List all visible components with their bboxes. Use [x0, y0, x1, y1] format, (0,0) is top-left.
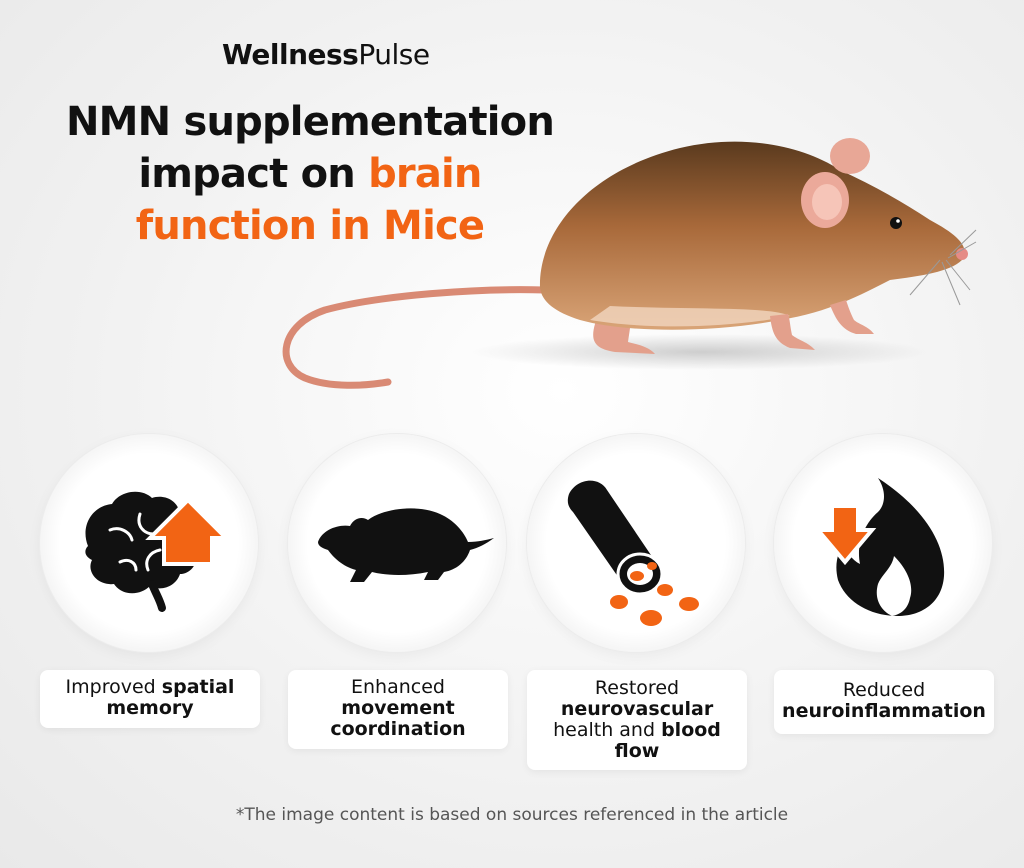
blood-vessel-icon [567, 480, 699, 626]
mouse-front-leg-2 [830, 300, 874, 334]
mouse-shadow [470, 334, 930, 370]
benefit-circle-3 [527, 434, 745, 652]
benefit-2-plain: Enhanced [351, 676, 445, 698]
benefit-card-1: Improved spatial memory [40, 670, 260, 728]
page-title: NMN supplementation impact on brain func… [30, 96, 590, 252]
benefit-3-bold1: neurovascular [560, 698, 714, 720]
brand-name-bold: Wellness [222, 38, 359, 71]
benefit-card-2: Enhanced movement coordination [288, 670, 508, 749]
title-highlight-function: function in Mice [135, 203, 485, 249]
benefit-3-plain: Restored [594, 677, 680, 699]
mouse-eye [890, 217, 902, 229]
mouse-eye-shine [896, 219, 900, 223]
benefit-card-3: Restored neurovascular health and blood … [527, 670, 747, 770]
benefit-4-plain: Reduced [842, 679, 926, 701]
benefit-4-bold: neuroinflammation [782, 700, 986, 722]
benefit-card-4: Reduced neuroinflammation [774, 670, 994, 734]
mouse-belly [590, 306, 790, 327]
mouse-whiskers [909, 229, 977, 306]
benefit-3-plain2: health and [553, 719, 662, 741]
title-line2: impact on [138, 151, 369, 197]
benefit-3-bold2: blood flow [614, 719, 721, 762]
mouse-silhouette-icon [318, 508, 494, 582]
mouse-ear-inner [812, 184, 842, 220]
footnote: *The image content is based on sources r… [235, 805, 789, 825]
benefit-circle-2 [288, 434, 506, 652]
mouse-body [539, 141, 965, 330]
flame-arrow-down-icon [813, 478, 945, 616]
brain-arrow-up-icon [85, 491, 231, 612]
mouse-front-leg [770, 314, 815, 350]
benefit-1-plain: Improved [65, 676, 162, 698]
benefit-2-bold: movement coordination [330, 697, 466, 740]
title-highlight-brain: brain [368, 151, 482, 197]
mouse-illustration [282, 138, 977, 389]
mouse-ear-back [830, 138, 870, 174]
benefit-1-bold: spatial memory [106, 676, 235, 719]
brand-logo: WellnessPulse [222, 38, 430, 71]
title-line1: NMN supplementation [65, 99, 555, 145]
brand-name-light: Pulse [358, 38, 430, 71]
benefit-circle-4 [774, 434, 992, 652]
mouse-tail [282, 286, 549, 389]
benefit-circle-1 [40, 434, 258, 652]
mouse-nose [956, 248, 968, 260]
